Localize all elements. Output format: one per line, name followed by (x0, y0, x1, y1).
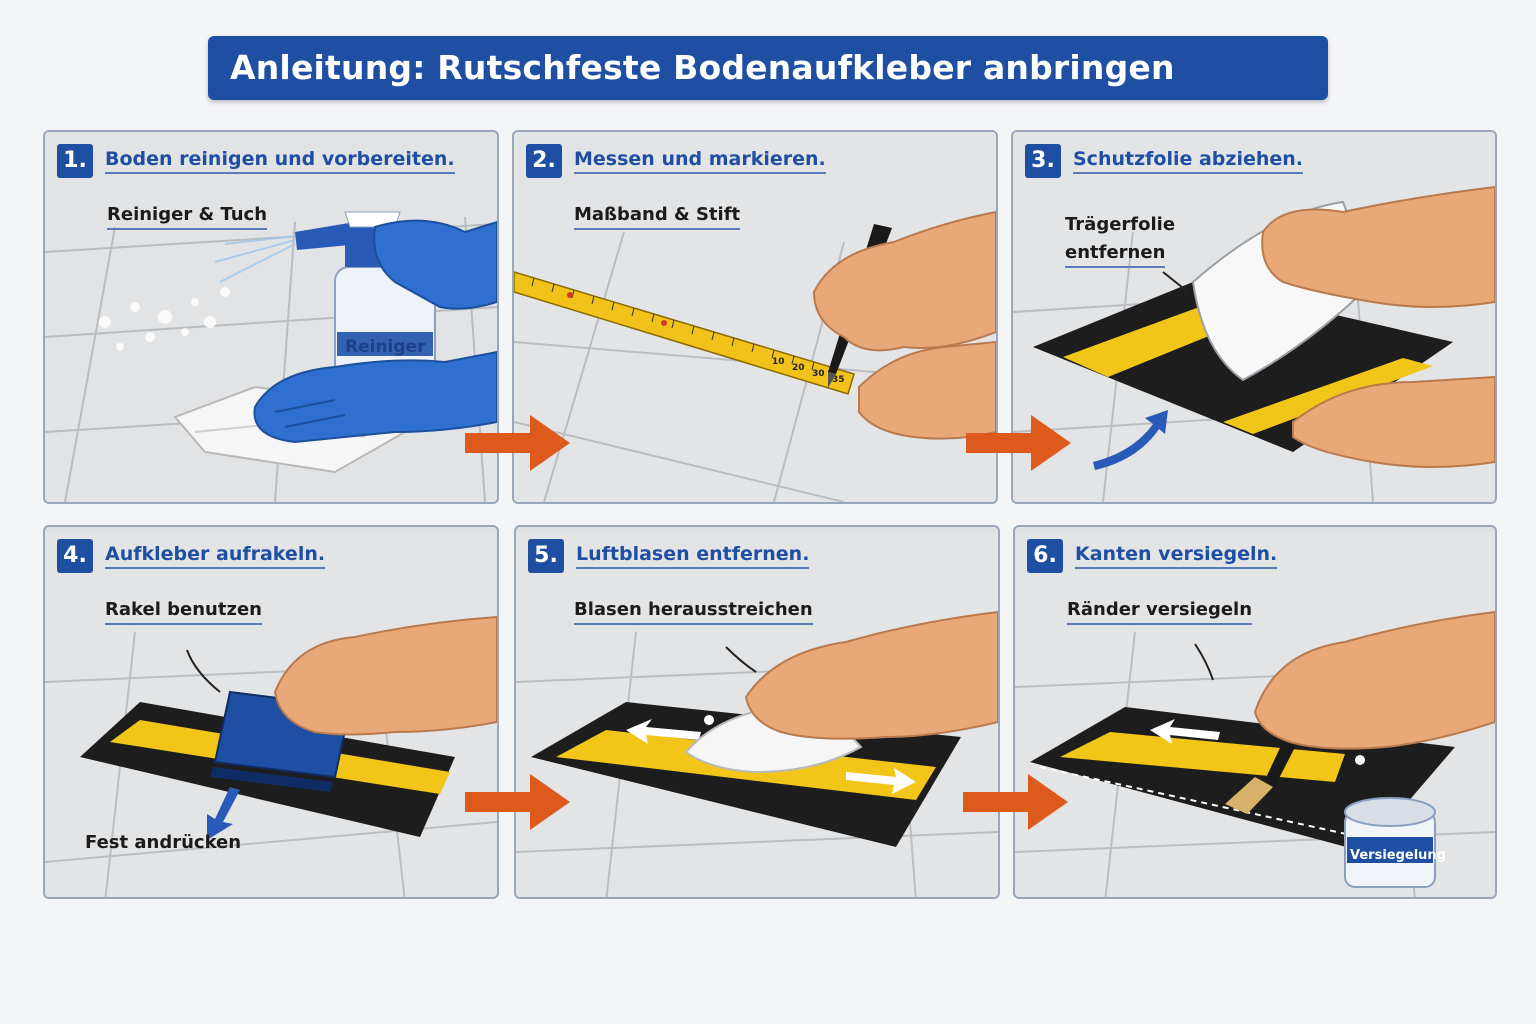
step-number: 2. (526, 144, 562, 178)
press-direction-arrow (207, 787, 240, 840)
tape-tick-label: 35 (832, 375, 845, 385)
step-number: 1. (57, 144, 93, 178)
hand-brushing (1253, 610, 1495, 750)
gloved-hand-bottom (253, 350, 497, 444)
direction-arrow-left (1150, 719, 1220, 744)
step-panel-1: Reiniger 1. Boden reinigen und vorbereit… (43, 130, 499, 504)
step-panel-3: 3. Schutzfolie abziehen. Trägerfolie ent… (1011, 130, 1497, 504)
step-panel-4: 4. Aufkleber aufrakeln. Rakel benutzen F… (43, 525, 499, 899)
callout-rakel-benutzen: Rakel benutzen (105, 599, 262, 625)
step-panel-2: 10 20 30 35 2. Messen und markieren. Maß… (512, 130, 998, 504)
spray-mist (99, 287, 230, 351)
hand-peeling (1261, 185, 1495, 308)
title-banner: Anleitung: Rutschfeste Bodenaufkleber an… (208, 36, 1328, 100)
scene-bubbles (516, 532, 998, 897)
gloved-hand-top (373, 219, 497, 310)
step-title: Schutzfolie abziehen. (1073, 148, 1304, 174)
step-title: Aufkleber aufrakeln. (105, 543, 326, 569)
tape-tick-label: 20 (792, 363, 805, 373)
step-number: 5. (528, 539, 564, 573)
smooth-right-arrow (846, 768, 916, 794)
scene-cleaning (45, 132, 497, 502)
next-step-arrow (465, 774, 570, 830)
scene-squeegee (45, 532, 497, 897)
smooth-left-arrow (626, 719, 701, 744)
page-title: Anleitung: Rutschfeste Bodenaufkleber an… (230, 48, 1175, 87)
step-number: 6. (1027, 539, 1063, 573)
callout-traegerfolie: Trägerfolie (1065, 214, 1176, 235)
callout-reiniger-tuch: Reiniger & Tuch (107, 204, 268, 230)
step-title: Boden reinigen und vorbereiten. (105, 148, 455, 174)
step-title: Messen und markieren. (574, 148, 826, 174)
hand-holding-sticker (1292, 375, 1495, 468)
hand-smoothing (744, 610, 998, 740)
sealant-jar (1344, 797, 1436, 888)
step-title: Luftblasen entfernen. (576, 543, 810, 569)
callout-fest-andruecken: Fest andrücken (85, 832, 242, 853)
step-number: 4. (57, 539, 93, 573)
next-step-arrow (963, 774, 1068, 830)
callout-raender-versiegeln: Ränder versiegeln (1067, 599, 1253, 625)
tape-measure: 10 20 30 35 (514, 271, 855, 395)
sealant-jar-label: Versiegelung (1350, 848, 1446, 863)
scene-peeling (1013, 132, 1495, 502)
scene-measuring: 10 20 30 35 (514, 132, 996, 502)
callout-massband-stift: Maßband & Stift (574, 204, 741, 230)
step-title: Kanten versiegeln. (1075, 543, 1278, 569)
callout-blasen-herausstreichen: Blasen herausstreichen (574, 599, 813, 625)
step-panel-5: 5. Luftblasen entfernen. Blasen herausst… (514, 525, 1000, 899)
next-step-arrow (465, 415, 570, 471)
hand-writing (812, 210, 996, 352)
callout-entfernen: entfernen (1065, 242, 1166, 268)
scene-sealing (1015, 532, 1495, 897)
reiniger-bottle-label: Reiniger (345, 337, 426, 357)
tape-tick-label: 30 (812, 369, 825, 379)
step-panel-6: Versiegelung 6. Kanten versiegeln. Rände… (1013, 525, 1497, 899)
tape-tick-label: 10 (772, 357, 785, 367)
hand-pressing (273, 615, 497, 736)
next-step-arrow (966, 415, 1071, 471)
step-number: 3. (1025, 144, 1061, 178)
blue-direction-arrow (1093, 410, 1168, 470)
